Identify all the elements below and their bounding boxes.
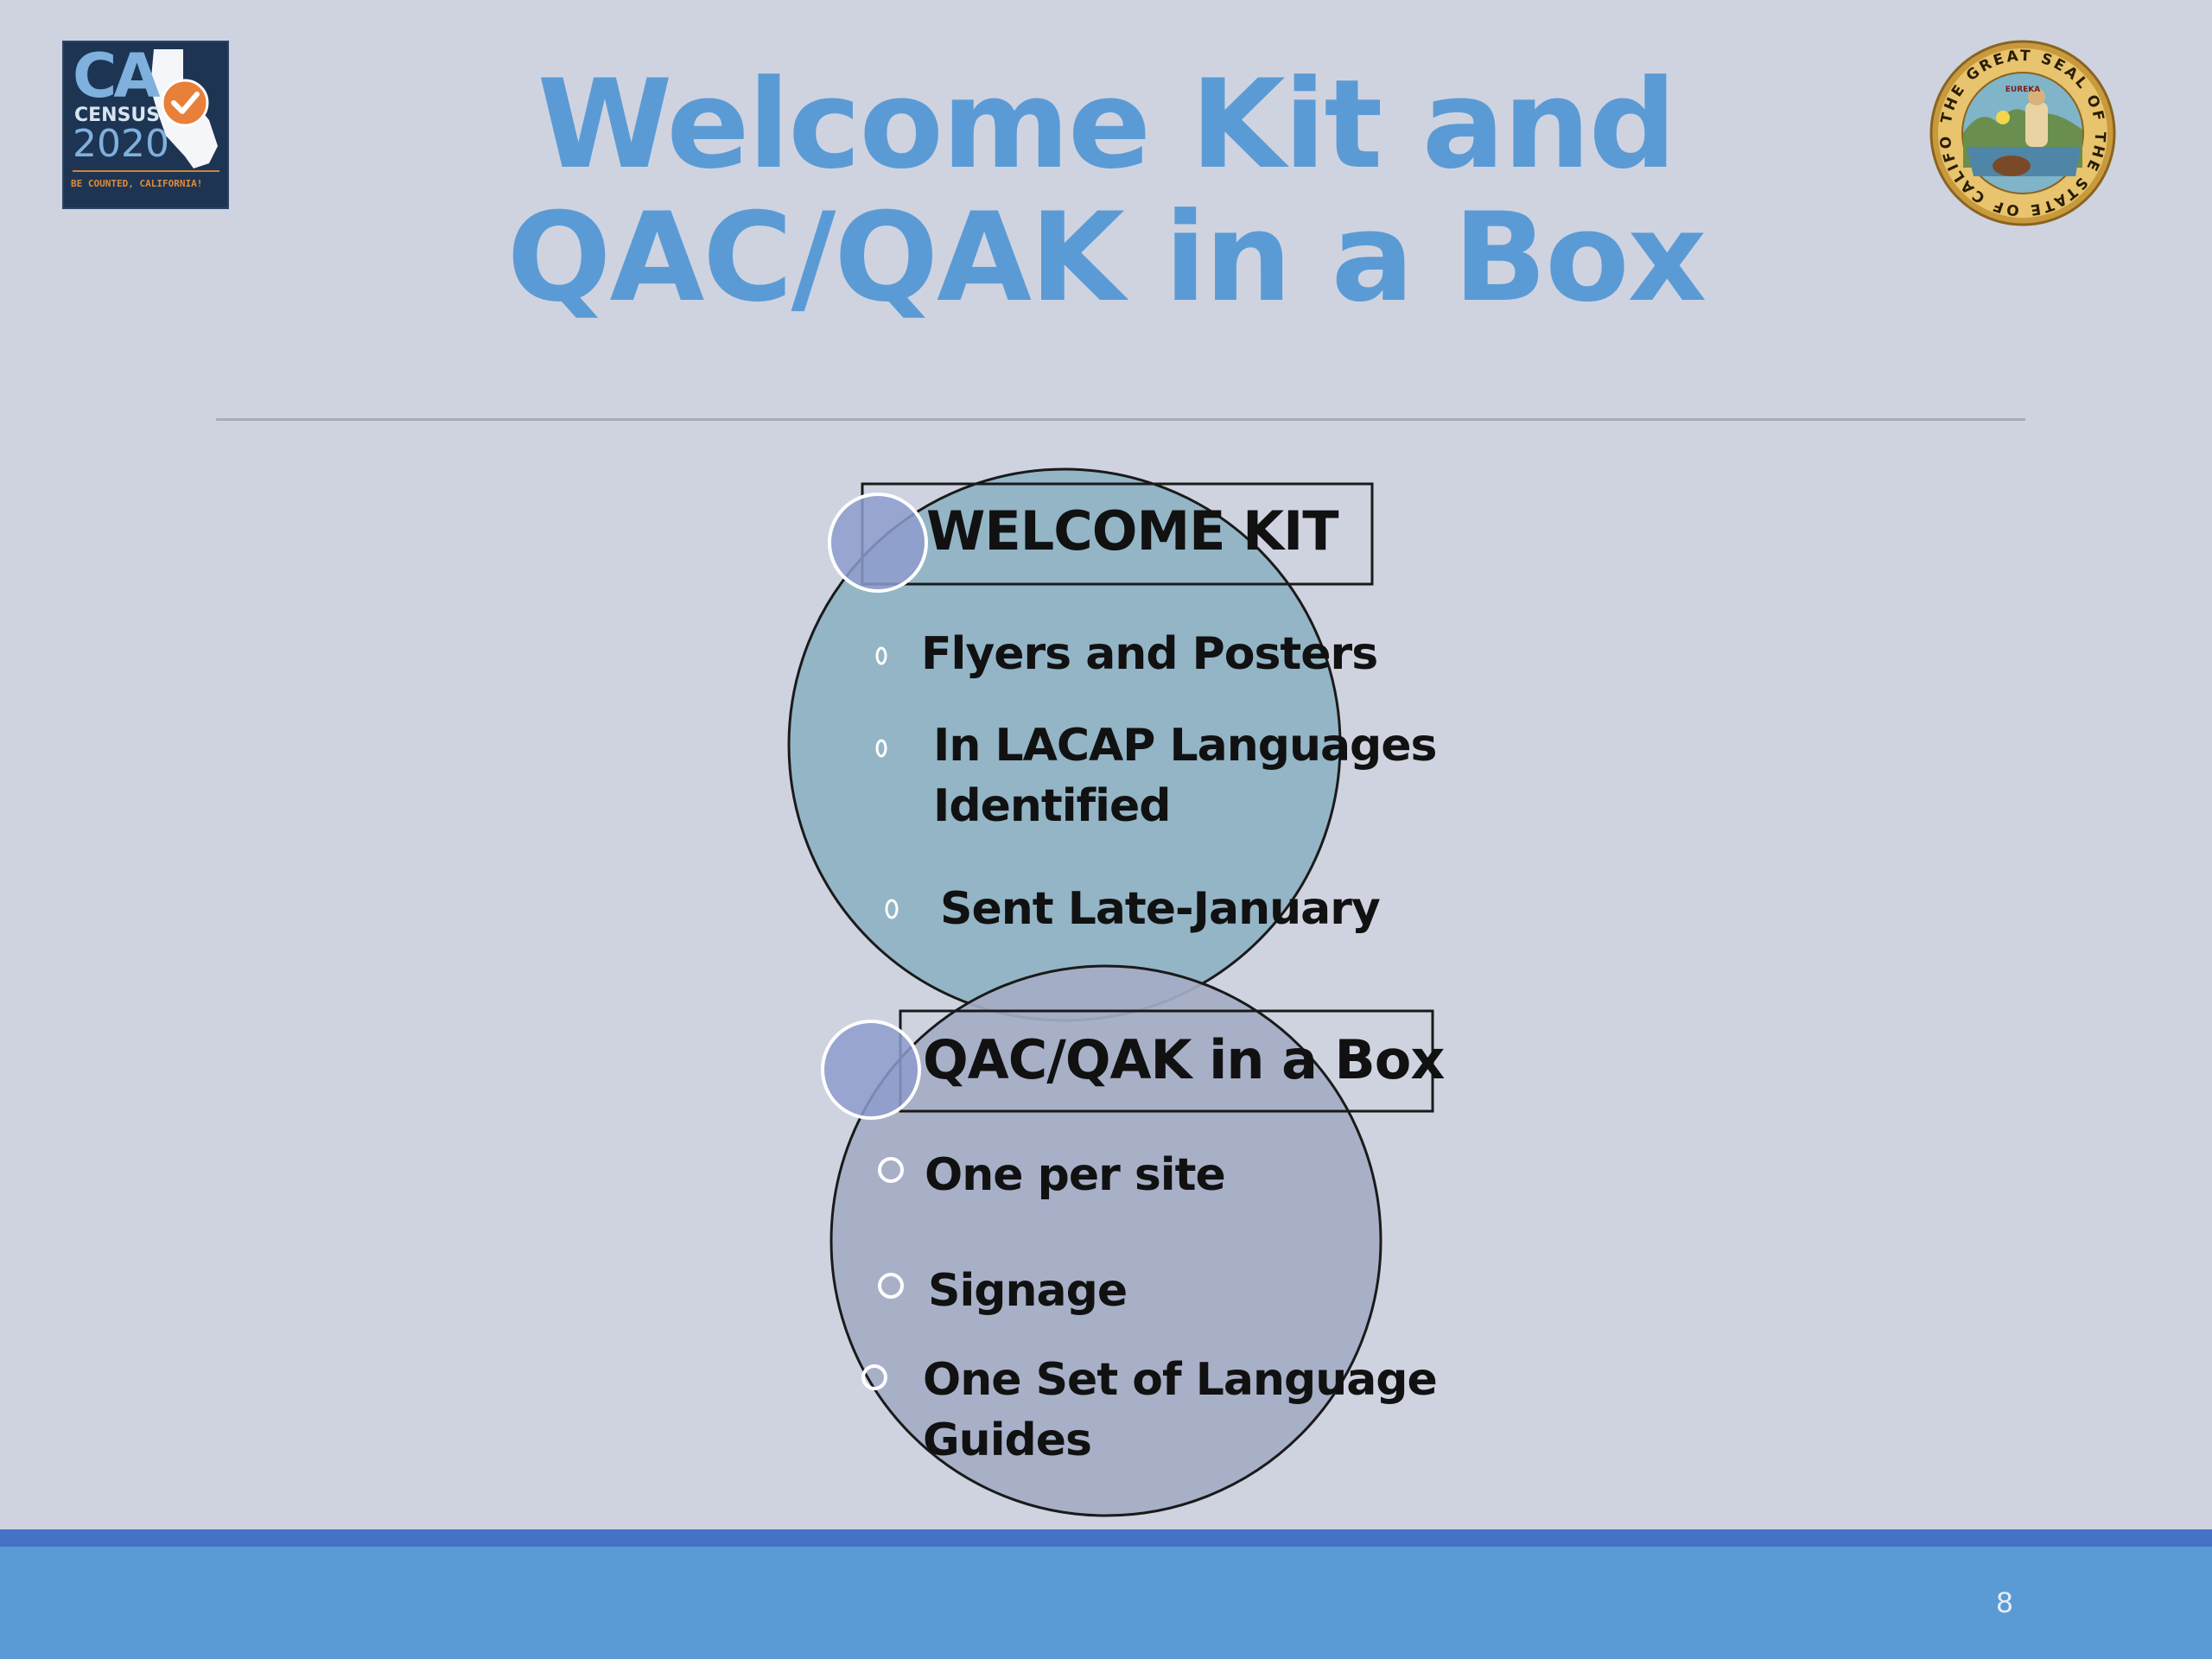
ca-census-logo: CA CENSUS 2020 BE COUNTED, CALIFORNIA! [62, 41, 229, 209]
qac-qak-circle [830, 964, 1382, 1517]
welcome-kit-bullet-1: Flyers and Posters [921, 628, 1378, 680]
california-state-seal: THE GREAT SEAL OF THE STATE OF CALIFORNI… [1921, 25, 2117, 228]
seal-motto: EUREKA [2005, 86, 2041, 94]
slide-title: Welcome Kit and QAC/QAK in a Box [311, 59, 1901, 325]
slide-title-line-1: Welcome Kit and [537, 54, 1677, 196]
bullet-marker [878, 1273, 904, 1299]
bullet-marker [875, 646, 887, 665]
logo-tagline: BE COUNTED, CALIFORNIA! [71, 178, 203, 189]
slide-title-line-2: QAC/QAK in a Box [506, 187, 1707, 329]
qac-qak-bullet-3-cont: Guides [923, 1414, 1092, 1466]
qac-qak-node-circle [821, 1020, 921, 1120]
state-seal-icon: THE GREAT SEAL OF THE STATE OF CALIFORNI… [1921, 25, 2116, 226]
bullet-marker [875, 739, 887, 758]
title-divider [216, 418, 2025, 421]
welcome-kit-bullet-3: Sent Late-January [940, 883, 1381, 935]
bullet-marker [885, 899, 899, 919]
bullet-marker [878, 1157, 904, 1183]
logo-ca-text: CA [73, 41, 161, 111]
footer-band [0, 1547, 2212, 1659]
qac-qak-bullet-3: One Set of Language [923, 1354, 1438, 1406]
welcome-kit-bullet-2: In LACAP Languages [933, 720, 1437, 772]
california-map-icon [150, 49, 218, 168]
qac-qak-bullet-1: One per site [925, 1149, 1226, 1201]
welcome-kit-node-circle [828, 493, 928, 593]
logo-census-text: CENSUS [74, 105, 161, 126]
welcome-kit-header: WELCOME KIT [926, 499, 1338, 563]
footer-accent-line [0, 1529, 2212, 1547]
welcome-kit-bullet-2-cont: Identified [933, 780, 1171, 832]
logo-rule [73, 170, 219, 172]
page-number: 8 [1996, 1586, 2013, 1619]
qac-qak-header: QAC/QAK in a Box [923, 1028, 1445, 1091]
bullet-marker [861, 1364, 887, 1390]
logo-year-text: 2020 [73, 122, 169, 166]
qac-qak-bullet-2: Signage [928, 1265, 1128, 1317]
